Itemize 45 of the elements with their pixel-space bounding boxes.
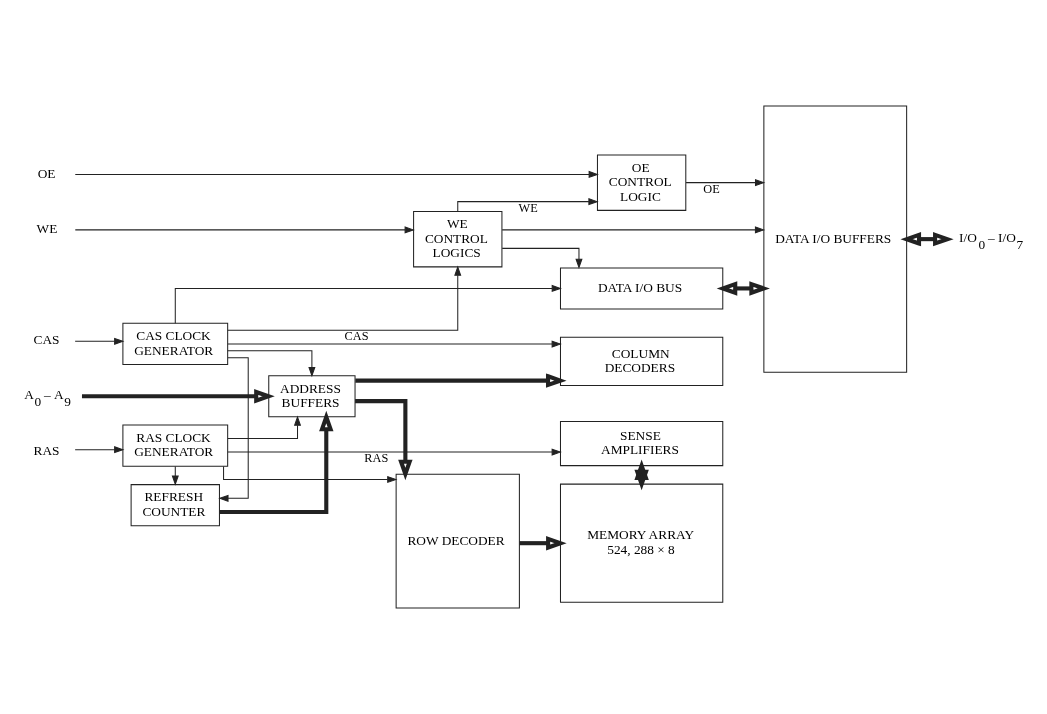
node-box: ROW DECODER [395, 473, 520, 609]
node-box: DATA I/O BUFFERS [763, 105, 908, 373]
edge-label: RAS [364, 450, 389, 465]
arrow [227, 350, 316, 378]
node-box: DATA I/O BUS [559, 267, 724, 310]
edge-label: WE [518, 200, 538, 215]
arrow [74, 337, 125, 345]
node-text: WE [36, 221, 58, 237]
node-text: CAS [33, 332, 60, 348]
arrow [174, 284, 562, 324]
arrow [81, 389, 275, 404]
arrow [74, 226, 415, 234]
arrow [716, 281, 770, 296]
node-box: COLUMN DECODERS [559, 336, 724, 386]
node-box: RAS CLOCK GENERATOR [122, 424, 229, 467]
node-box: REFRESH COUNTER [130, 484, 220, 527]
edge-label: OE [703, 181, 720, 196]
node-box: ADDRESS BUFFERS [268, 375, 356, 418]
arrow [355, 399, 413, 481]
arrow [171, 465, 179, 486]
node-box: WE CONTROL LOGICS [413, 210, 503, 268]
arrow [457, 198, 599, 212]
arrow [355, 373, 567, 388]
arrow [227, 340, 562, 348]
arrow [900, 231, 954, 247]
node-box: OE CONTROL LOGIC [596, 154, 687, 211]
edge-label: CAS [344, 329, 369, 344]
arrow [501, 226, 766, 234]
node-box: SENSE AMPLIFIERS [559, 420, 724, 467]
arrow [634, 459, 649, 491]
arrow [223, 465, 398, 484]
arrow [227, 448, 562, 456]
arrow [74, 170, 599, 178]
arrow [501, 247, 583, 270]
arrow [218, 357, 249, 502]
arrow [74, 446, 125, 454]
arrow [227, 415, 302, 440]
arrow [519, 535, 567, 551]
node-box: MEMORY ARRAY 524, 288 × 8 [559, 483, 724, 603]
node-text: OE [37, 165, 56, 181]
arrow [227, 265, 462, 331]
arrow [219, 410, 334, 515]
node-text: RAS [33, 443, 60, 459]
arrow [685, 179, 766, 187]
node-box: CAS CLOCK GENERATOR [122, 322, 229, 365]
